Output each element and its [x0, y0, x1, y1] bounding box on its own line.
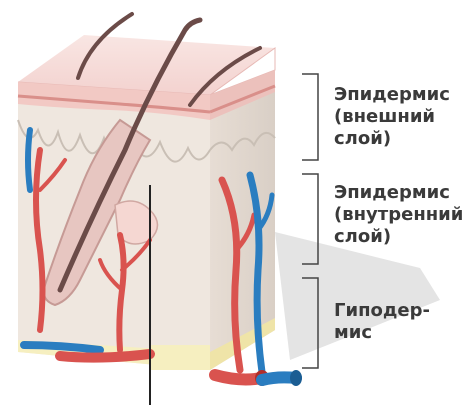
vein-left [28, 130, 30, 190]
label-hypodermis: Гиподер- мис [334, 300, 430, 344]
dermis-front [18, 82, 210, 370]
vein-cross-section [290, 370, 302, 386]
bottom-artery-right [215, 375, 262, 379]
bottom-artery-left [60, 354, 150, 358]
hypodermis-fat-block [150, 345, 210, 370]
bracket-epidermis-outer [302, 74, 318, 160]
label-epidermis-inner: Эпидермис (внутренний слой) [334, 182, 463, 248]
label-epidermis-outer: Эпидермис (внешний слой) [334, 84, 450, 150]
